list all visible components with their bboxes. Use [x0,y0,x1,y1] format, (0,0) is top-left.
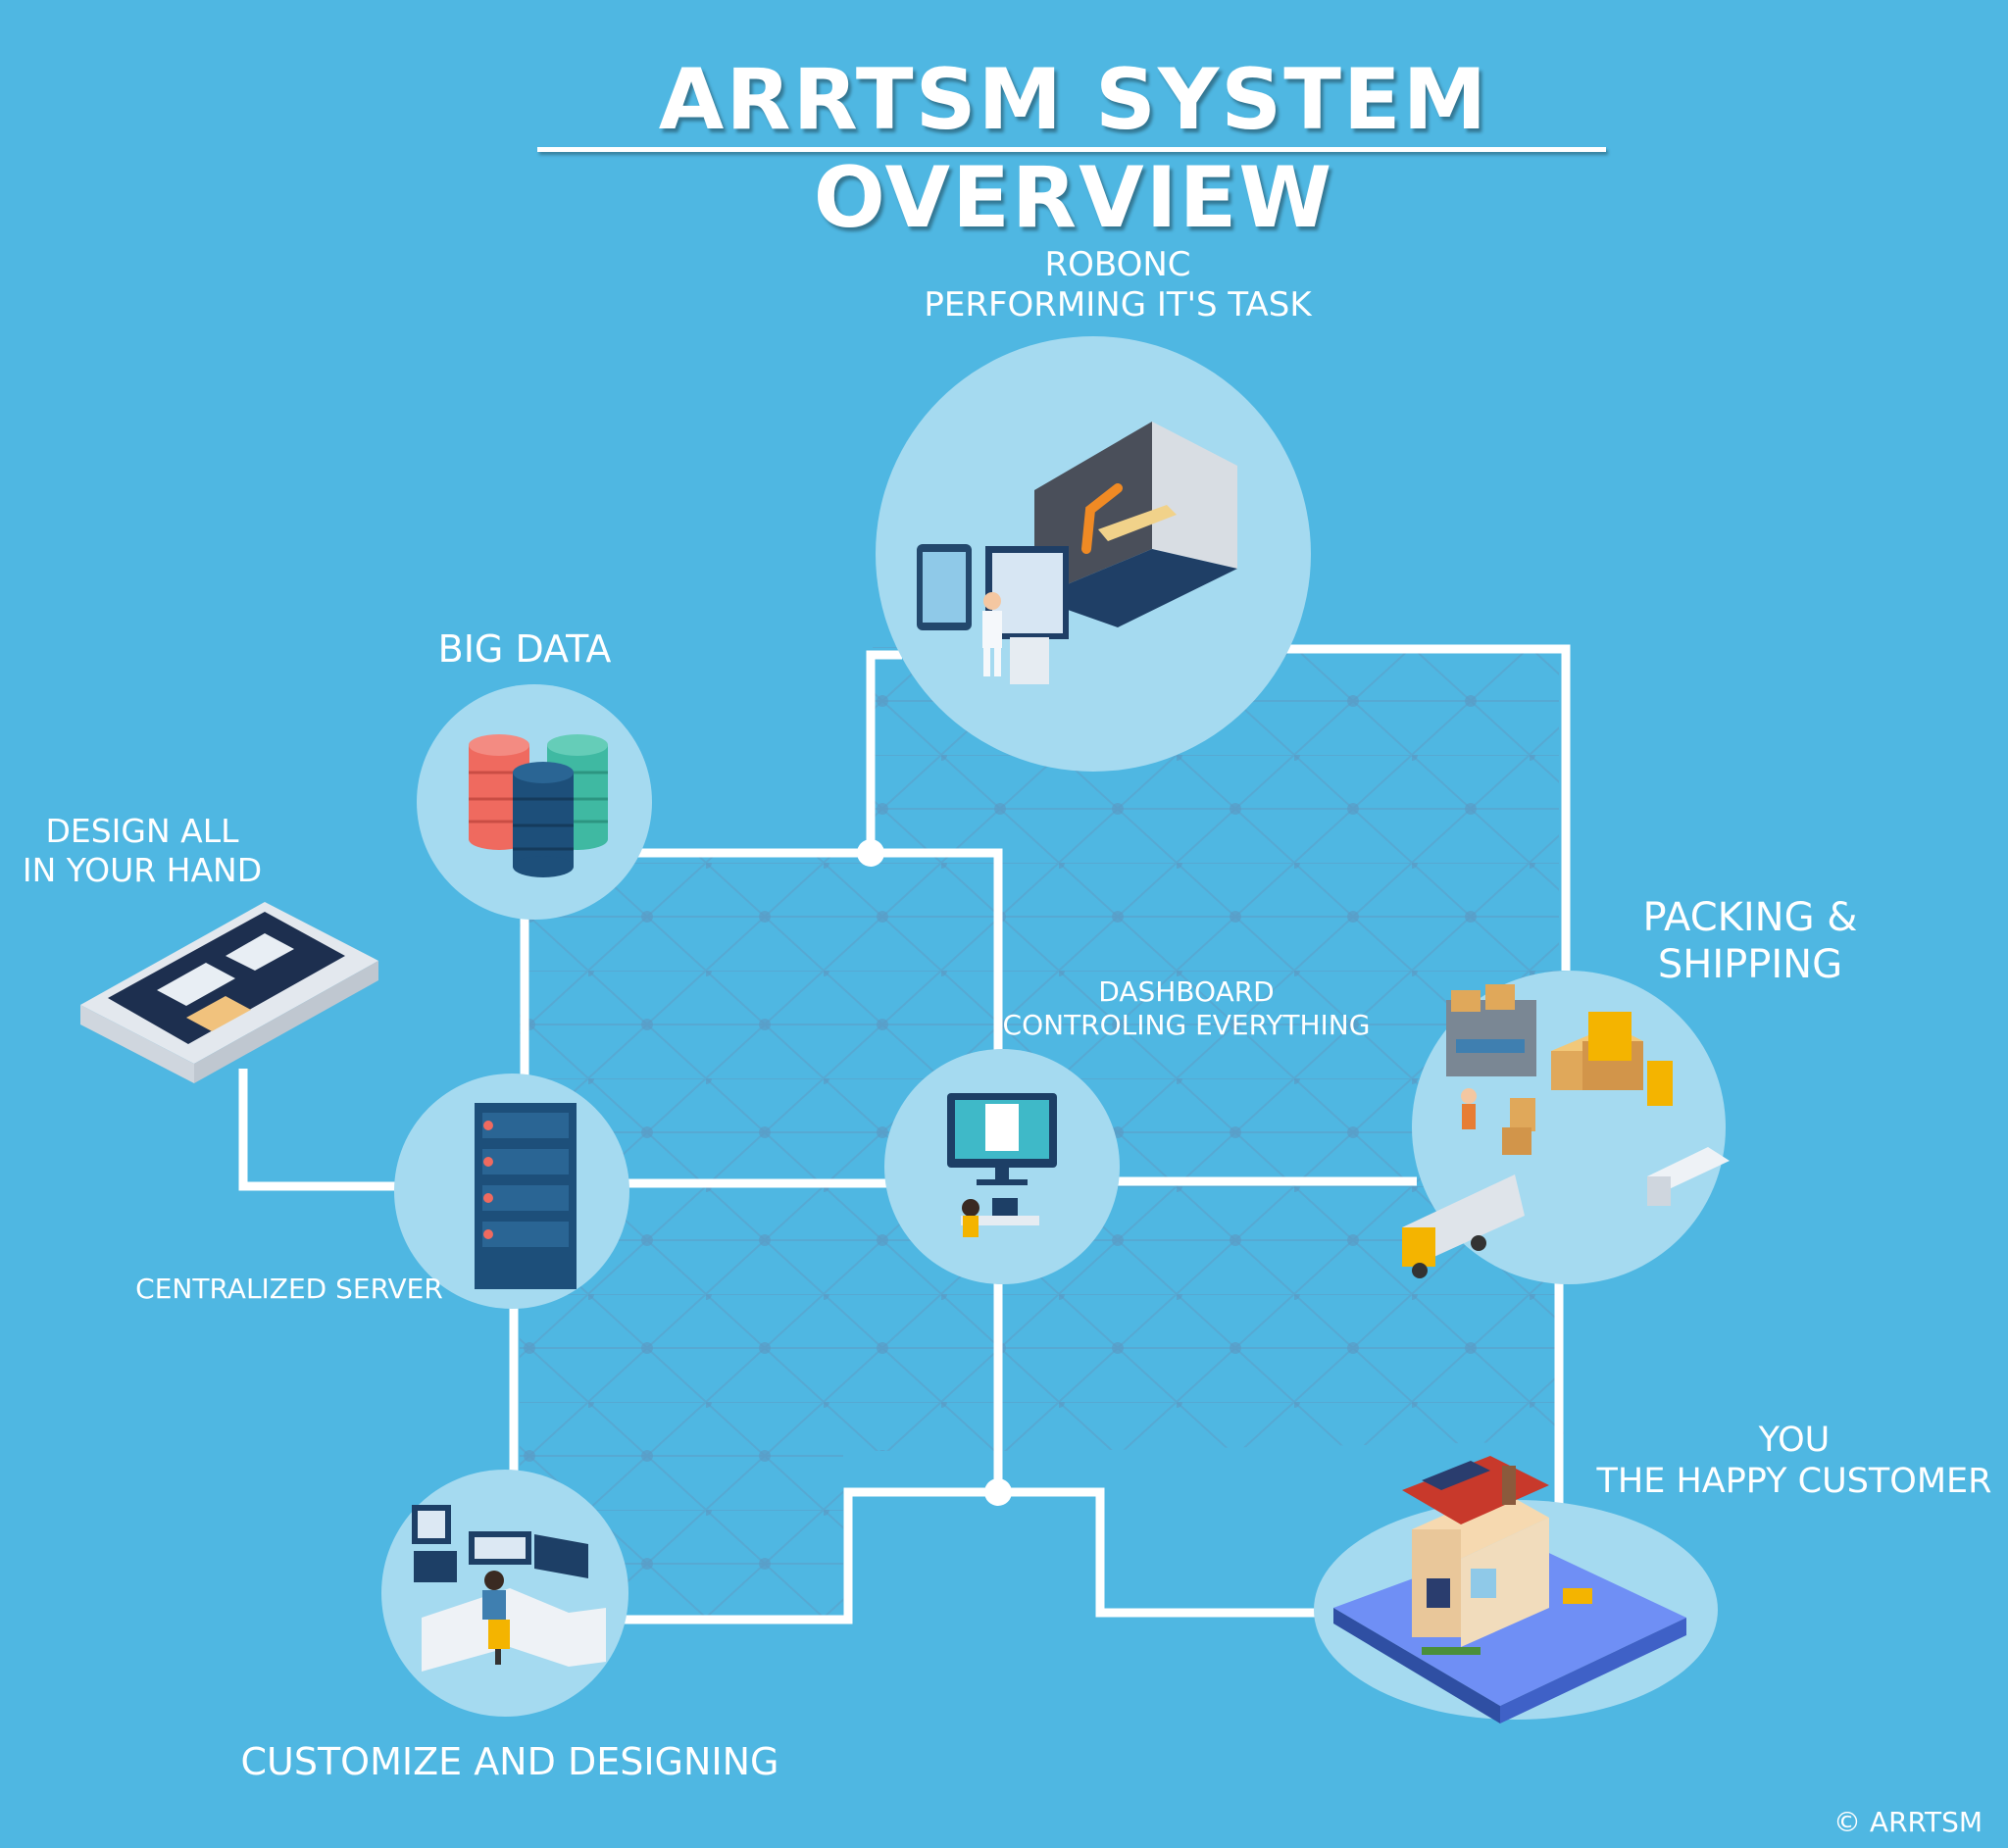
robonc-label-line1: ROBONC [1044,245,1191,284]
robonc-label: ROBONC PERFORMING IT'S TASK [863,245,1373,325]
dashboard-label-line2: CONTROLING EVERYTHING [1002,1008,1371,1041]
house-icon [1333,1456,1686,1723]
design-label-line1: DESIGN ALL [45,812,239,850]
line-robonc-to-bigdata [525,650,902,858]
packing-label: PACKING & SHIPPING [1588,894,1912,988]
database-icon [469,734,608,877]
robot-cell-icon [917,422,1237,684]
line-phone-to-server [238,1069,402,1191]
packing-label-line2: SHIPPING [1657,942,1843,987]
customer-label: YOU THE HAPPY CUSTOMER [1588,1420,2000,1502]
server-label: CENTRALIZED SERVER [135,1273,443,1305]
dashboard-label-line1: DASHBOARD [1098,975,1275,1008]
customer-label-line1: YOU [1758,1421,1831,1460]
bigdata-label: BIG DATA [437,627,612,671]
page-title: ARRTSM SYSTEM OVERVIEW [658,51,1489,247]
line-junction-to-dashboard [871,848,1003,1054]
copyright-text: © ARRTSM [1833,1806,1983,1838]
customize-label: CUSTOMIZE AND DESIGNING [240,1740,779,1783]
line-customize-to-customer [623,1487,1319,1624]
customer-label-line2: THE HAPPY CUSTOMER [1596,1462,1992,1501]
connector-lines [238,644,1571,1624]
design-label-line2: IN YOUR HAND [22,850,263,889]
packing-label-line1: PACKING & [1642,895,1858,940]
designer-workstation-icon [412,1505,606,1672]
server-rack-icon [475,1103,577,1289]
line-robonc-to-packing [1284,644,1571,971]
phone-icon [80,902,378,1083]
dashboard-monitor-icon [947,1093,1057,1237]
dashboard-label: DASHBOARD CONTROLING EVERYTHING [990,975,1382,1041]
robonc-label-line2: PERFORMING IT'S TASK [924,284,1312,325]
title-underline [537,147,1606,152]
design-label: DESIGN ALL IN YOUR HAND [10,812,275,889]
warehouse-icon [1402,984,1730,1278]
junction-node-bottom [984,1478,1012,1506]
junction-node-top [857,839,884,867]
